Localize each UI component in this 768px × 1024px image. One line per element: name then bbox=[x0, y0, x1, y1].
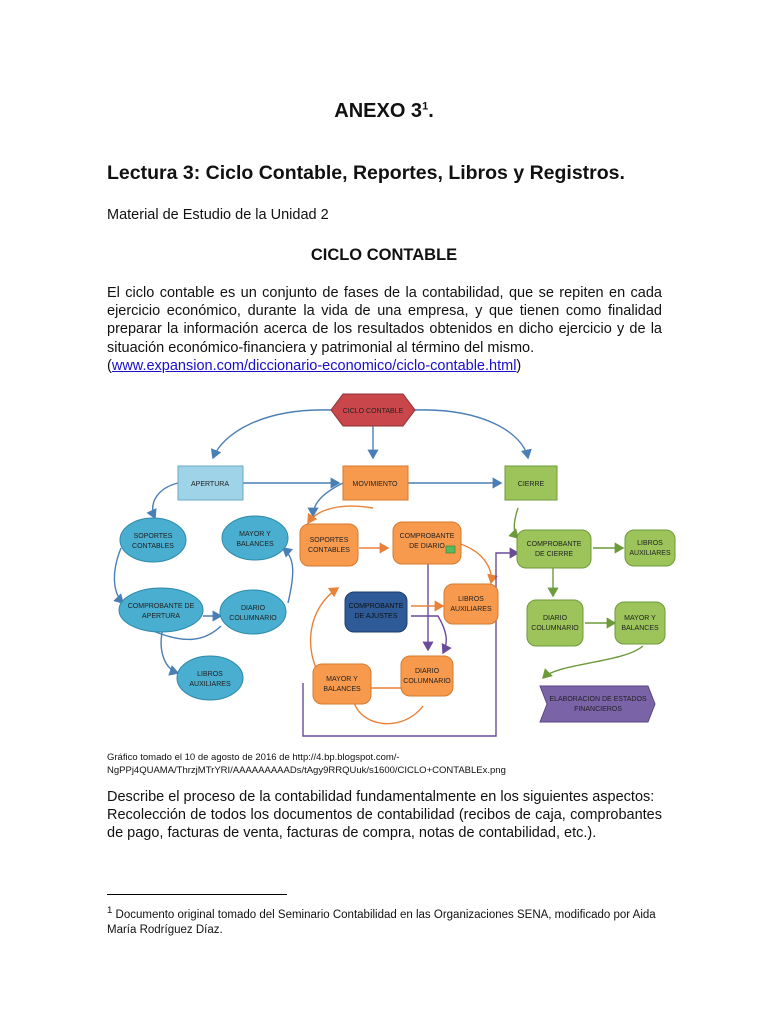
intro-paragraph: El ciclo contable es un conjunto de fase… bbox=[107, 284, 662, 375]
diario-columnario-node-1: DIARIO COLUMNARIO bbox=[219, 589, 287, 635]
node-label: FINANCIEROS bbox=[574, 706, 622, 713]
comprobante-cierre-node: COMPROBANTE DE CIERRE bbox=[516, 529, 592, 569]
footnote-mark: 1 bbox=[107, 905, 113, 916]
node-label: COMPROBANTE DE bbox=[128, 603, 195, 610]
annex-title-text: ANEXO 3 bbox=[334, 100, 423, 122]
soportes-contables-node-2: SOPORTES CONTABLES bbox=[299, 523, 359, 567]
node-label: DE AJUSTES bbox=[355, 613, 398, 620]
annex-title: ANEXO 31. bbox=[0, 100, 768, 123]
node-label: SOPORTES bbox=[134, 533, 173, 540]
footnote-divider bbox=[107, 894, 287, 895]
node-label: COMPROBANTE bbox=[349, 603, 404, 610]
node-label: CIERRE bbox=[518, 481, 545, 488]
node-label: APERTURA bbox=[191, 481, 229, 488]
node-label: AUXILIARES bbox=[629, 550, 671, 557]
diario-columnario-node-3: DIARIO COLUMNARIO bbox=[526, 599, 584, 647]
recoleccion-paragraph: Recolección de todos los documentos de c… bbox=[107, 807, 662, 842]
footnote-text: Documento original tomado del Seminario … bbox=[107, 908, 656, 936]
node-label: MOVIMIENTO bbox=[353, 481, 399, 488]
mayor-balances-node-1: MAYOR Y BALANCES bbox=[221, 515, 289, 561]
accounting-cycle-diagram: CICLO CONTABLE APERTURA MOVIMIENTO CIERR… bbox=[103, 388, 681, 740]
intro-text: El ciclo contable es un conjunto de fase… bbox=[107, 285, 662, 356]
node-label: APERTURA bbox=[142, 613, 180, 620]
footnote: 1 Documento original tomado del Seminari… bbox=[107, 903, 667, 938]
mayor-balances-node-2: MAYOR Y BALANCES bbox=[312, 663, 372, 705]
node-label: CONTABLES bbox=[132, 543, 174, 550]
node-label: LIBROS bbox=[637, 540, 663, 547]
body-text: Describe el proceso de la contabilidad f… bbox=[107, 788, 662, 843]
caption-line: NgPPj4QUAMA/ThrzjMTrYRI/AAAAAAAAADs/tAgy… bbox=[107, 765, 506, 776]
node-label: MAYOR Y bbox=[239, 531, 271, 538]
diario-columnario-node-2: DIARIO COLUMNARIO bbox=[400, 655, 454, 697]
source-link[interactable]: www.expansion.com/diccionario-economico/… bbox=[111, 357, 517, 374]
node-label: COLUMNARIO bbox=[403, 678, 451, 685]
node-label: CICLO CONTABLE bbox=[343, 408, 404, 415]
node-label: DIARIO bbox=[415, 668, 440, 675]
node-label: DE CIERRE bbox=[535, 551, 573, 558]
node-label: ELABORACION DE ESTADOS bbox=[549, 696, 646, 703]
comprobante-ajustes-node: COMPROBANTE DE AJUSTES bbox=[344, 591, 408, 633]
describe-paragraph: Describe el proceso de la contabilidad f… bbox=[107, 789, 655, 805]
soportes-contables-node-1: SOPORTES CONTABLES bbox=[119, 517, 187, 563]
mayor-balances-node-3: MAYOR Y BALANCES bbox=[614, 601, 666, 645]
node-label: BALANCES bbox=[323, 686, 361, 693]
node-label: SOPORTES bbox=[310, 537, 349, 544]
libros-auxiliares-node-2: LIBROS AUXILIARES bbox=[443, 583, 499, 625]
node-label: AUXILIARES bbox=[450, 606, 492, 613]
node-label: AUXILIARES bbox=[189, 681, 231, 688]
node-label: BALANCES bbox=[621, 625, 659, 632]
node-label: COLUMNARIO bbox=[229, 615, 277, 622]
node-label: DIARIO bbox=[543, 615, 568, 622]
link-open-paren: ( bbox=[107, 357, 112, 374]
document-icon bbox=[445, 545, 456, 554]
ciclo-contable-node: CICLO CONTABLE bbox=[330, 393, 416, 427]
libros-auxiliares-node-3: LIBROS AUXILIARES bbox=[624, 529, 676, 567]
study-material-subtitle: Material de Estudio de la Unidad 2 bbox=[107, 207, 329, 223]
figure-caption: Gráfico tomado el 10 de agosto de 2016 d… bbox=[107, 751, 667, 777]
node-label: MAYOR Y bbox=[326, 676, 358, 683]
link-close-paren: ) bbox=[516, 357, 522, 374]
node-label: COMPROBANTE bbox=[400, 533, 455, 540]
node-label: COMPROBANTE bbox=[527, 541, 582, 548]
connector-arrows bbox=[113, 409, 644, 737]
node-label: BALANCES bbox=[236, 541, 274, 548]
section-heading: CICLO CONTABLE bbox=[310, 246, 458, 264]
node-label: LIBROS bbox=[458, 596, 484, 603]
movimiento-node: MOVIMIENTO bbox=[342, 465, 409, 501]
node-label: MAYOR Y bbox=[624, 615, 656, 622]
estados-financieros-node: ELABORACION DE ESTADOS FINANCIEROS bbox=[539, 685, 656, 723]
comprobante-apertura-node: COMPROBANTE DE APERTURA bbox=[118, 587, 204, 633]
node-label: CONTABLES bbox=[308, 547, 350, 554]
footnote-ref[interactable]: 1 bbox=[422, 100, 429, 113]
node-label: DE DIARIO bbox=[409, 543, 445, 550]
caption-line: Gráfico tomado el 10 de agosto de 2016 d… bbox=[107, 752, 400, 763]
comprobante-diario-node: COMPROBANTE DE DIARIO bbox=[392, 521, 462, 565]
annex-title-suffix: . bbox=[428, 100, 434, 122]
node-label: COLUMNARIO bbox=[531, 625, 579, 632]
node-label: DIARIO bbox=[241, 605, 266, 612]
cierre-node: CIERRE bbox=[504, 465, 558, 501]
apertura-node: APERTURA bbox=[177, 465, 244, 501]
node-label: LIBROS bbox=[197, 671, 223, 678]
libros-auxiliares-node-1: LIBROS AUXILIARES bbox=[176, 655, 244, 701]
reading-title: Lectura 3: Ciclo Contable, Reportes, Lib… bbox=[107, 162, 625, 184]
